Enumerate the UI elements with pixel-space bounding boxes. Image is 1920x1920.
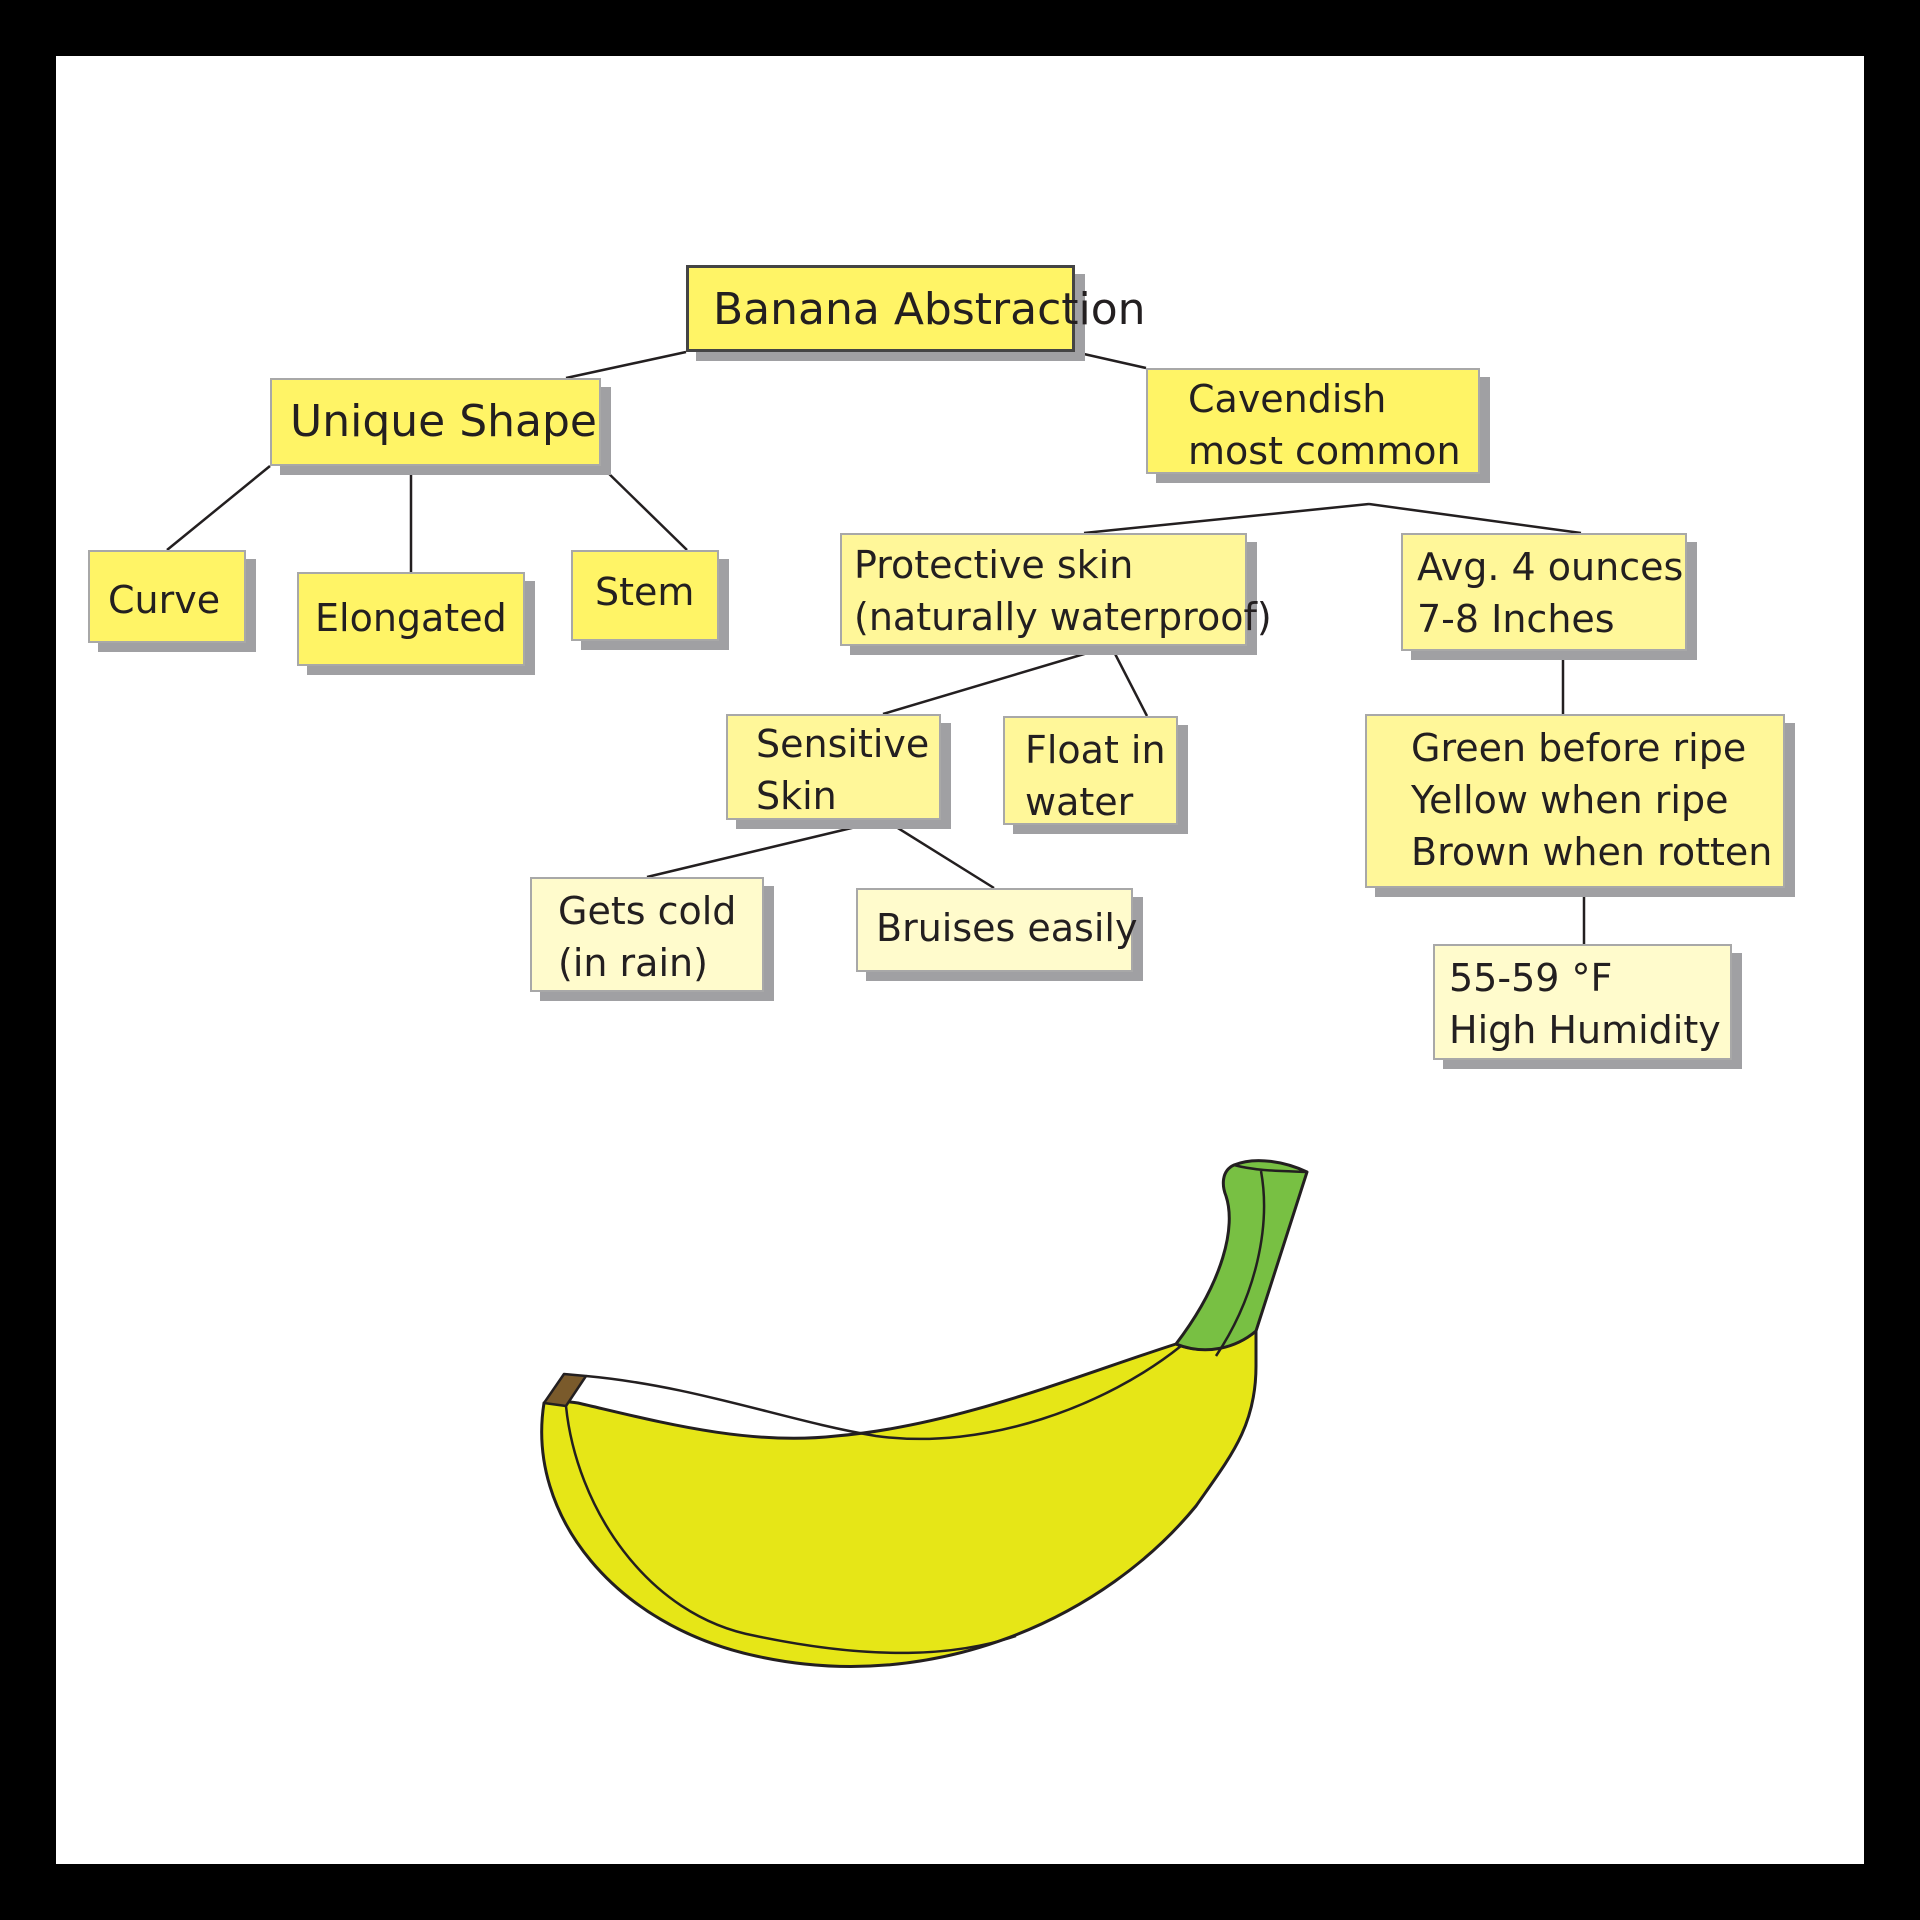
banana-stem (1176, 1161, 1307, 1350)
banana-body (542, 1331, 1256, 1666)
banana-tip (544, 1374, 586, 1406)
banana-icon (56, 56, 1864, 1864)
diagram-canvas: Banana Abstraction Unique Shape Curve El… (56, 56, 1864, 1864)
